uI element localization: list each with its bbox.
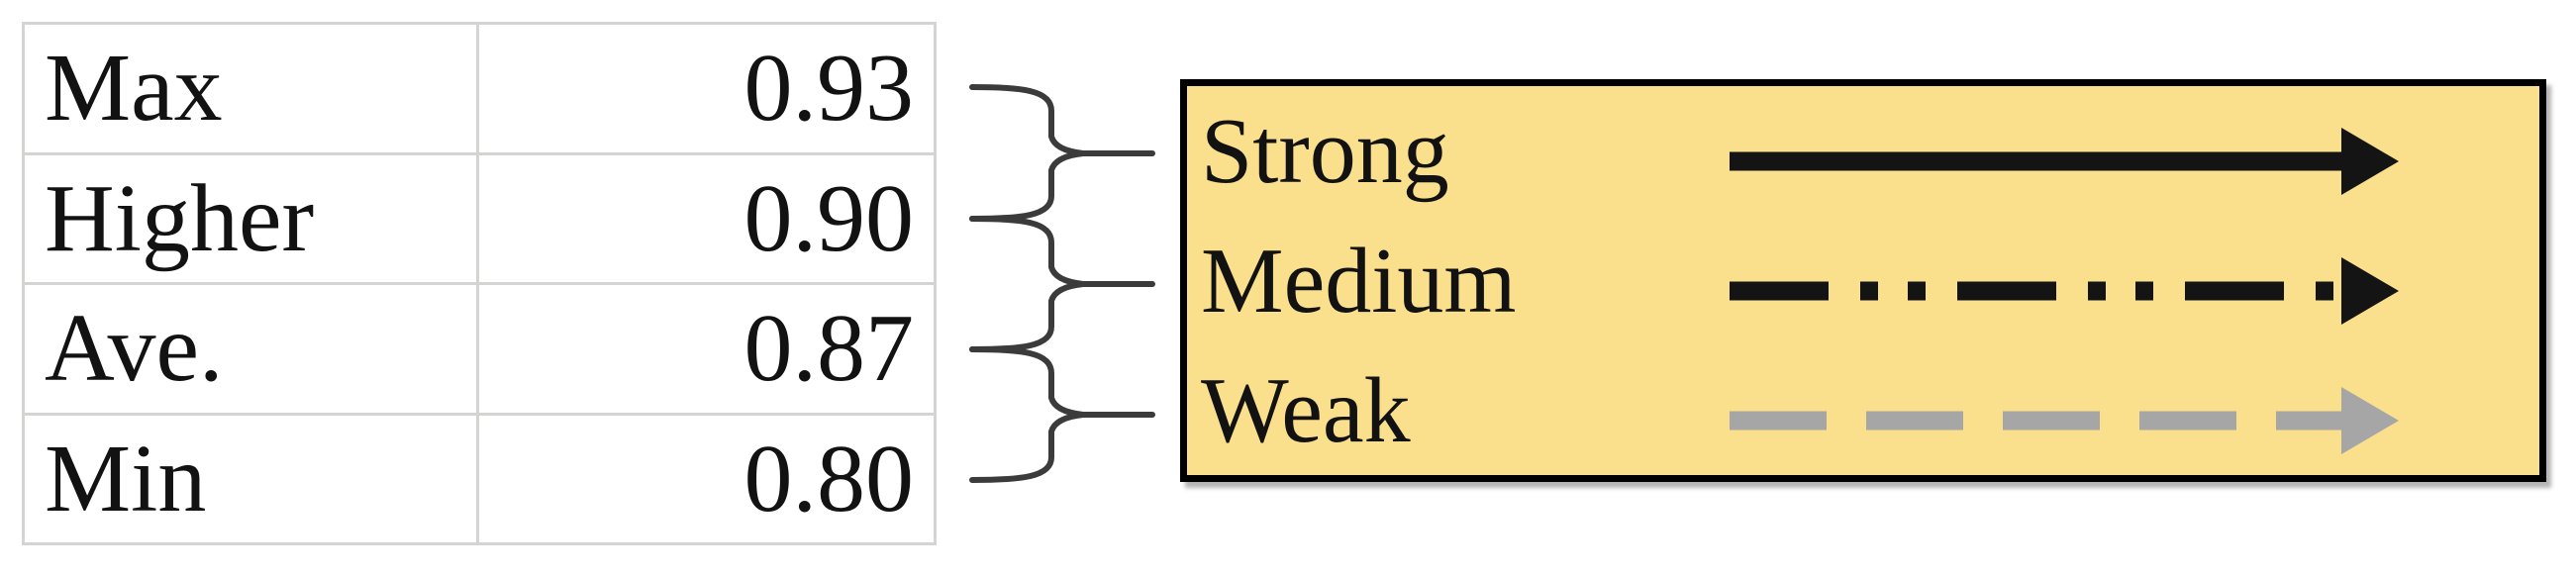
row-value: 0.93 [476, 22, 937, 155]
dash-dot-arrow-icon [1730, 256, 2399, 325]
row-value: 0.87 [476, 282, 937, 416]
dashed-arrow-icon [1730, 386, 2399, 454]
brace-medium [969, 216, 1086, 352]
brace-strong [969, 84, 1086, 222]
table-row: Min 0.80 [22, 412, 937, 545]
row-label: Min [22, 412, 479, 545]
table-row: Max 0.93 [22, 22, 937, 155]
row-value: 0.90 [476, 151, 937, 285]
row-value: 0.80 [476, 412, 937, 545]
legend-label: Weak [1201, 358, 1411, 462]
row-label: Higher [22, 151, 479, 285]
legend-row-medium: Medium [1187, 216, 2539, 345]
legend-label: Strong [1201, 99, 1449, 203]
solid-arrow-icon [1730, 127, 2399, 195]
table-row: Ave. 0.87 [22, 282, 937, 416]
legend-label: Medium [1201, 229, 1517, 333]
row-label: Max [22, 22, 479, 155]
legend-box: Strong Medium Weak [1180, 79, 2546, 482]
row-label: Ave. [22, 282, 479, 416]
legend-row-weak: Weak [1187, 345, 2539, 475]
stats-table: Max 0.93 Higher 0.90 Ave. 0.87 Min 0.80 [22, 22, 937, 545]
table-row: Higher 0.90 [22, 151, 937, 285]
brace-weak [969, 346, 1086, 483]
legend-row-strong: Strong [1187, 86, 2539, 216]
